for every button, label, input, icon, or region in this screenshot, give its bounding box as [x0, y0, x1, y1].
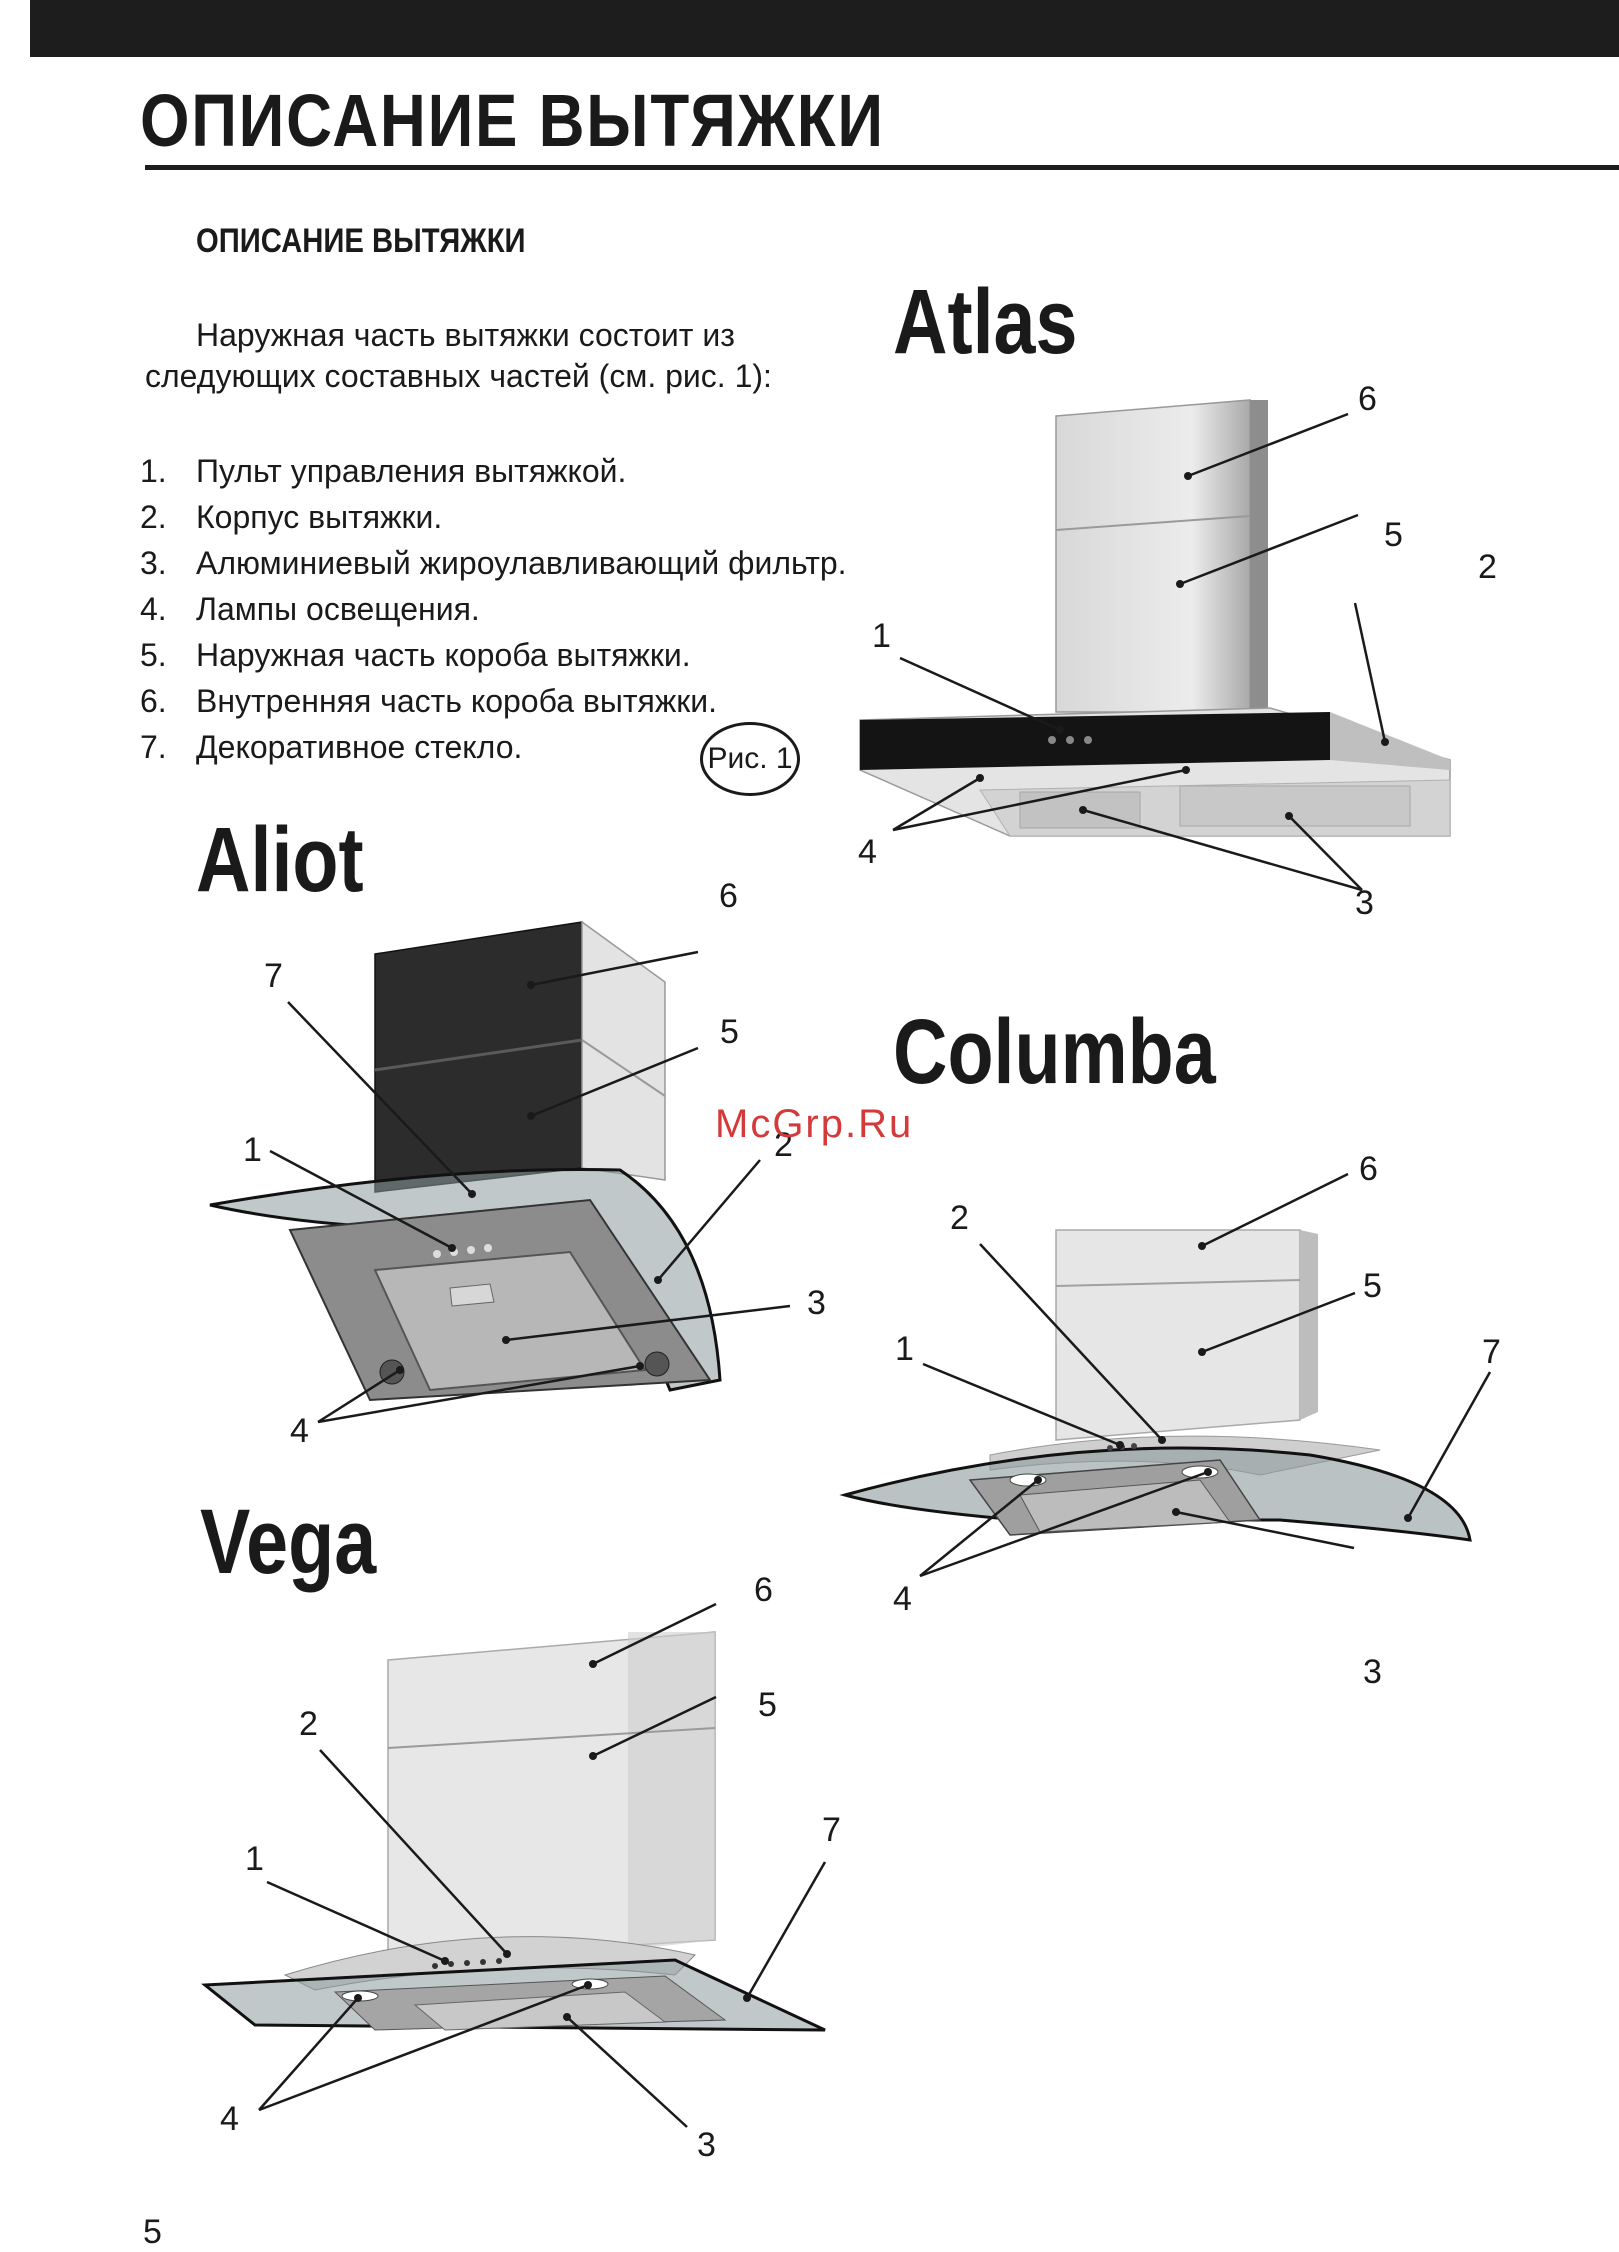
- vega-callout-2: 2: [299, 1705, 318, 1743]
- atlas-hood-figure: [859, 399, 1451, 892]
- vega-callout-7: 7: [822, 1811, 841, 1849]
- model-name-aliot: Aliot: [196, 809, 364, 911]
- page-number: 5: [143, 2213, 162, 2251]
- columba-callout-6: 6: [1359, 1150, 1378, 1188]
- parts-list: 1.Пульт управления вытяжкой. 2.Корпус вы…: [140, 448, 847, 770]
- columba-callout-1: 1: [895, 1330, 914, 1368]
- intro-line-2: следующих составных частей (см. рис. 1):: [145, 358, 772, 394]
- model-name-atlas: Atlas: [893, 271, 1078, 373]
- atlas-callout-6: 6: [1358, 380, 1377, 418]
- intro-paragraph: Наружная часть вытяжки состоит из: [145, 312, 740, 358]
- vega-hood-figure: [200, 1602, 827, 2128]
- list-item: 4.Лампы освещения.: [140, 591, 480, 627]
- atlas-callout-5: 5: [1384, 516, 1403, 554]
- aliot-callout-7: 7: [264, 957, 283, 995]
- aliot-callout-2: 2: [774, 1126, 793, 1164]
- columba-callout-7: 7: [1482, 1333, 1501, 1371]
- page-title: ОПИСАНИЕ ВЫТЯЖКИ: [140, 79, 885, 162]
- model-name-vega: Vega: [200, 1491, 377, 1593]
- watermark: McGrp.Ru: [715, 1102, 914, 1146]
- aliot-callout-6: 6: [719, 877, 738, 915]
- aliot-callout-5: 5: [720, 1013, 739, 1051]
- atlas-callout-1: 1: [872, 617, 891, 655]
- columba-callout-5: 5: [1363, 1267, 1382, 1305]
- columba-hood-figure: [839, 1172, 1492, 1578]
- atlas-callout-4: 4: [858, 833, 877, 871]
- aliot-hood-figure: [209, 920, 791, 1424]
- list-item: 1.Пульт управления вытяжкой.: [140, 453, 627, 489]
- section-heading: ОПИСАНИЕ ВЫТЯЖКИ: [196, 222, 526, 260]
- vega-callout-5: 5: [758, 1686, 777, 1724]
- atlas-callout-3: 3: [1355, 884, 1374, 922]
- list-item: 2.Корпус вытяжки.: [140, 499, 443, 535]
- columba-callout-2: 2: [950, 1199, 969, 1237]
- list-item: 6.Внутренняя часть короба вытяжки.: [140, 683, 718, 719]
- top-bar: [30, 0, 1619, 57]
- list-item: 5.Наружная часть короба вытяжки.: [140, 637, 691, 673]
- title-rule: [145, 165, 1619, 170]
- list-item: 7.Декоративное стекло.: [140, 729, 523, 765]
- aliot-callout-1: 1: [243, 1131, 262, 1169]
- vega-callout-4: 4: [220, 2100, 239, 2138]
- figure-label: Рис. 1: [700, 722, 800, 796]
- aliot-callout-4: 4: [290, 1412, 309, 1450]
- list-item: 3.Алюминиевый жироулавливающий фильтр.: [140, 545, 847, 581]
- model-name-columba: Columba: [893, 1001, 1216, 1103]
- atlas-callout-2: 2: [1478, 548, 1497, 586]
- vega-callout-3: 3: [697, 2126, 716, 2164]
- columba-callout-4: 4: [893, 1580, 912, 1618]
- vega-callout-6: 6: [754, 1571, 773, 1609]
- intro-line-1: Наружная часть вытяжки состоит из: [196, 317, 735, 353]
- aliot-callout-3: 3: [807, 1284, 826, 1322]
- vega-callout-1: 1: [245, 1840, 264, 1878]
- columba-callout-3: 3: [1363, 1653, 1382, 1691]
